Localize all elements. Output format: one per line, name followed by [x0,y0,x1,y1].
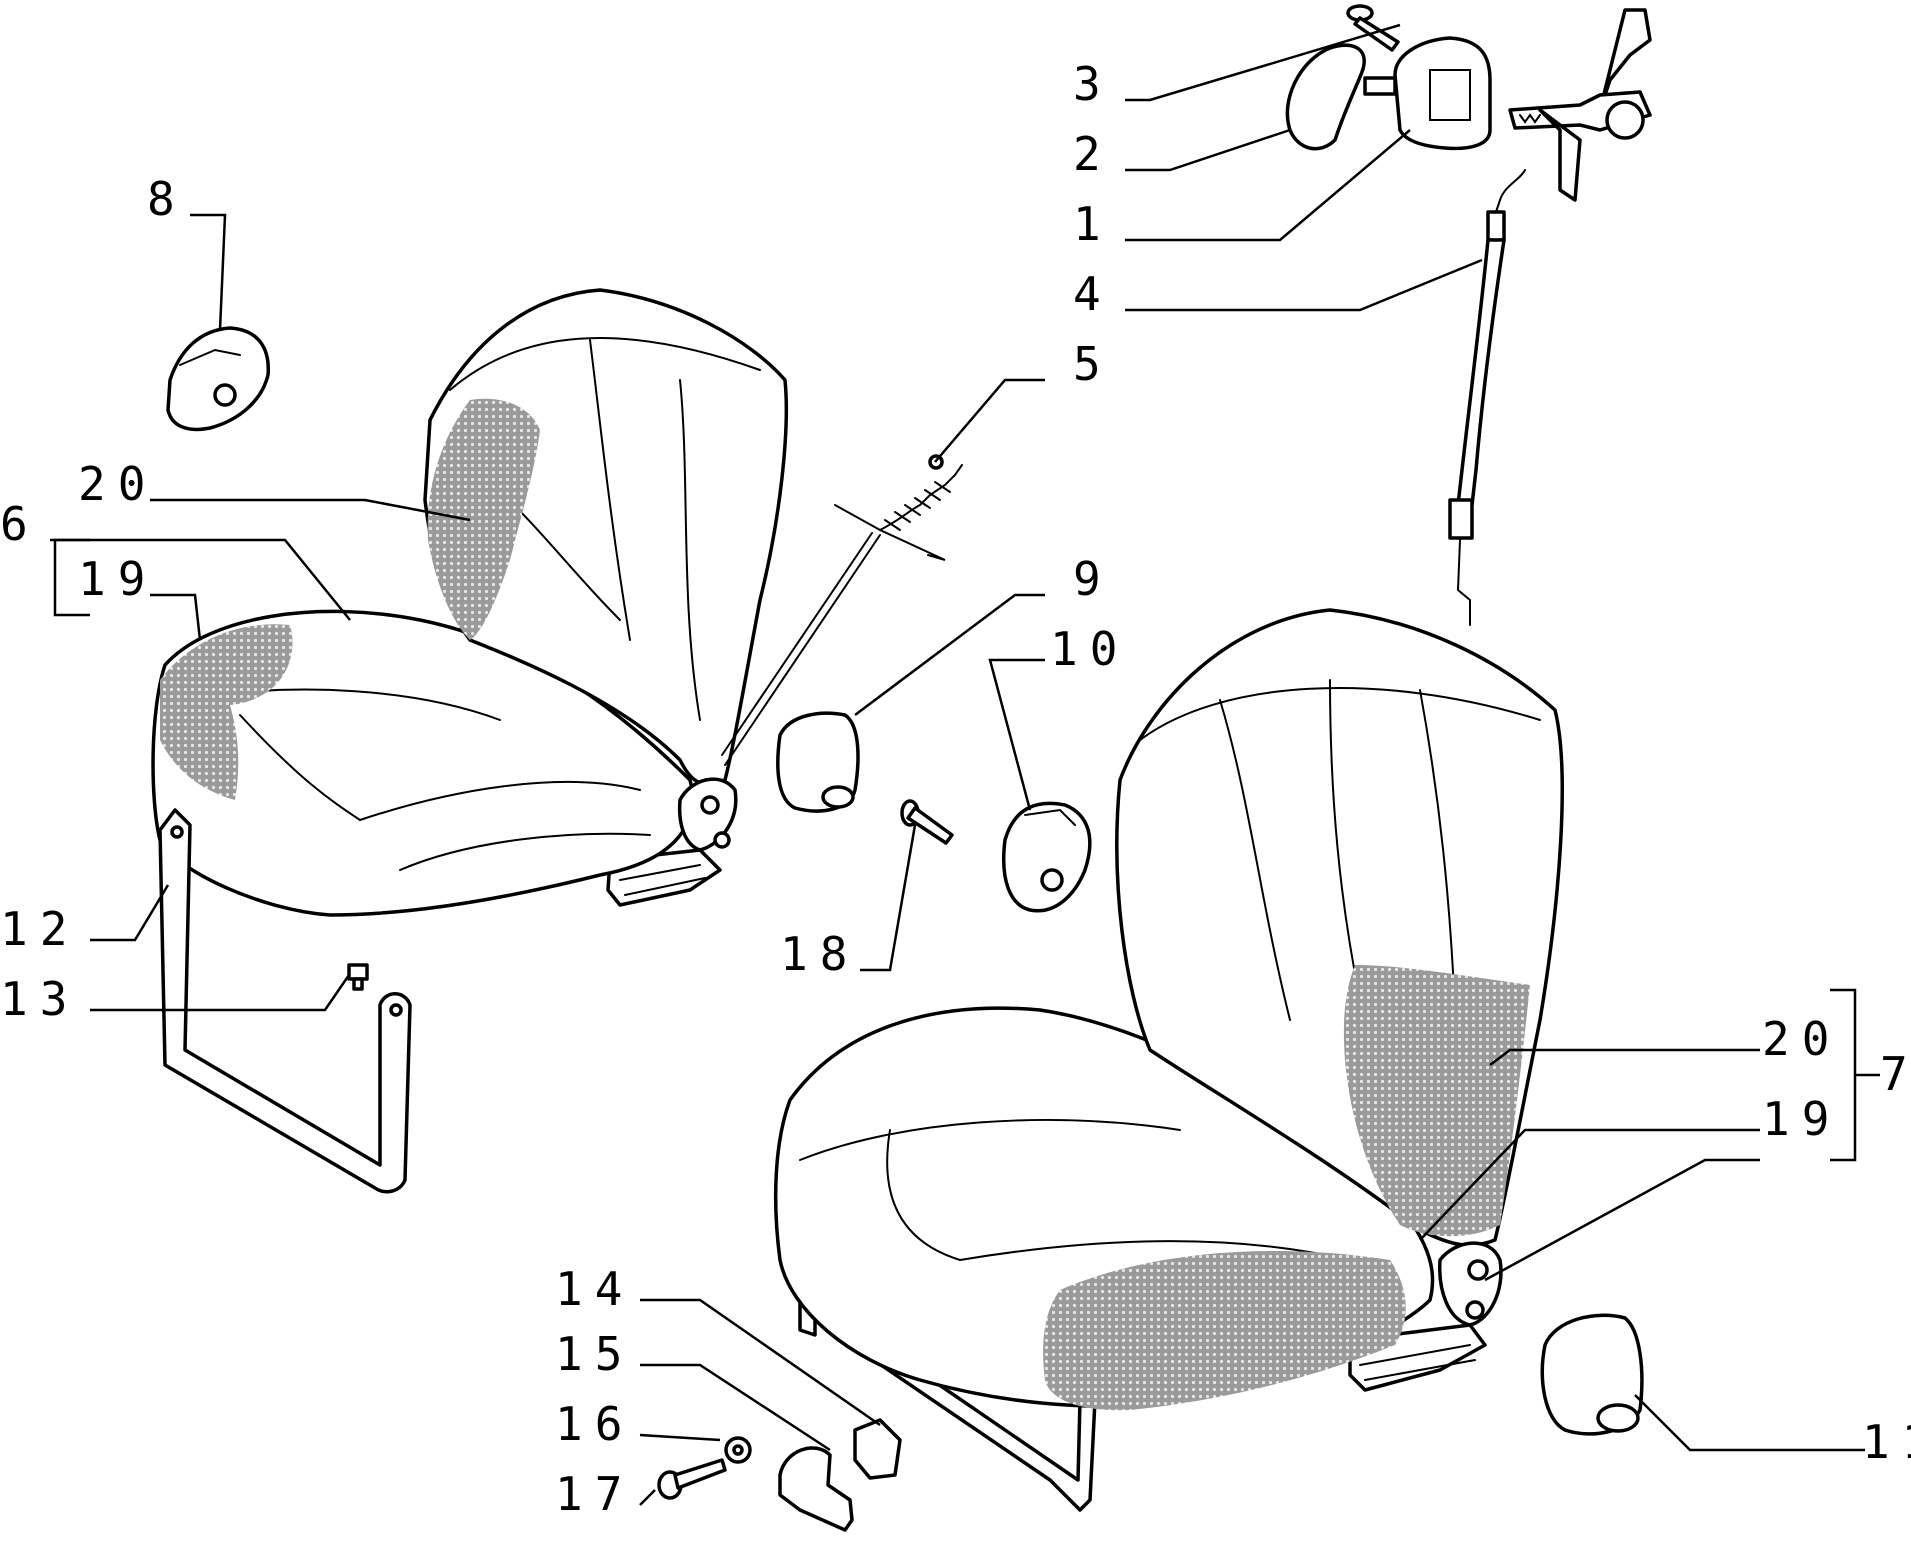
label-3: 3 [1073,57,1113,111]
part-18-screw [900,799,954,845]
left-seat [151,288,788,917]
cover-20-left [427,398,540,640]
part-1-lock-housing [1363,36,1492,151]
label-2: 2 [1073,127,1113,181]
part-14-clip [853,1418,902,1480]
part-3-screw [1346,4,1400,52]
part-9-cover [776,711,860,813]
part-5-spring [721,454,963,766]
label-8: 8 [147,172,187,226]
part-17-bolt [657,1458,727,1500]
label-11: 11 [1862,1415,1911,1469]
label-19-left: 19 [78,552,157,606]
key-mechanism [1508,8,1652,202]
part-11-knob [1540,1313,1644,1436]
part-15-bracket [778,1446,854,1532]
part-4-cable [1448,169,1526,626]
label-9: 9 [1073,552,1113,606]
part-10-bracket [1002,801,1092,913]
label-14: 14 [555,1262,634,1316]
label-10: 10 [1050,622,1129,676]
label-20-right: 20 [1762,1012,1841,1066]
label-16: 16 [555,1397,634,1451]
label-20-left: 20 [78,457,157,511]
label-1: 1 [1073,197,1113,251]
label-7: 7 [1880,1047,1911,1101]
part-16-washer [724,1436,752,1464]
leader-lines [50,23,1880,1506]
cover-20-right [1343,965,1530,1237]
label-5: 5 [1073,337,1113,391]
cover-19-left [160,624,293,800]
label-4: 4 [1073,267,1113,321]
label-18: 18 [780,927,859,981]
label-13: 13 [0,972,79,1026]
cover-19-right [1043,1251,1406,1411]
part-2-handle [1285,43,1366,151]
label-19-right: 19 [1762,1092,1841,1146]
part-13-nut [347,963,369,991]
label-17: 17 [555,1467,634,1521]
part-12-bar [158,808,412,1194]
label-6: 6 [0,497,40,551]
right-seat [773,608,1564,1512]
label-15: 15 [555,1327,634,1381]
part-number-labels: 3 2 1 4 5 9 10 18 8 20 6 19 12 13 20 7 1… [0,57,1911,1521]
part-8-bracket [166,326,270,432]
label-12: 12 [0,902,79,956]
